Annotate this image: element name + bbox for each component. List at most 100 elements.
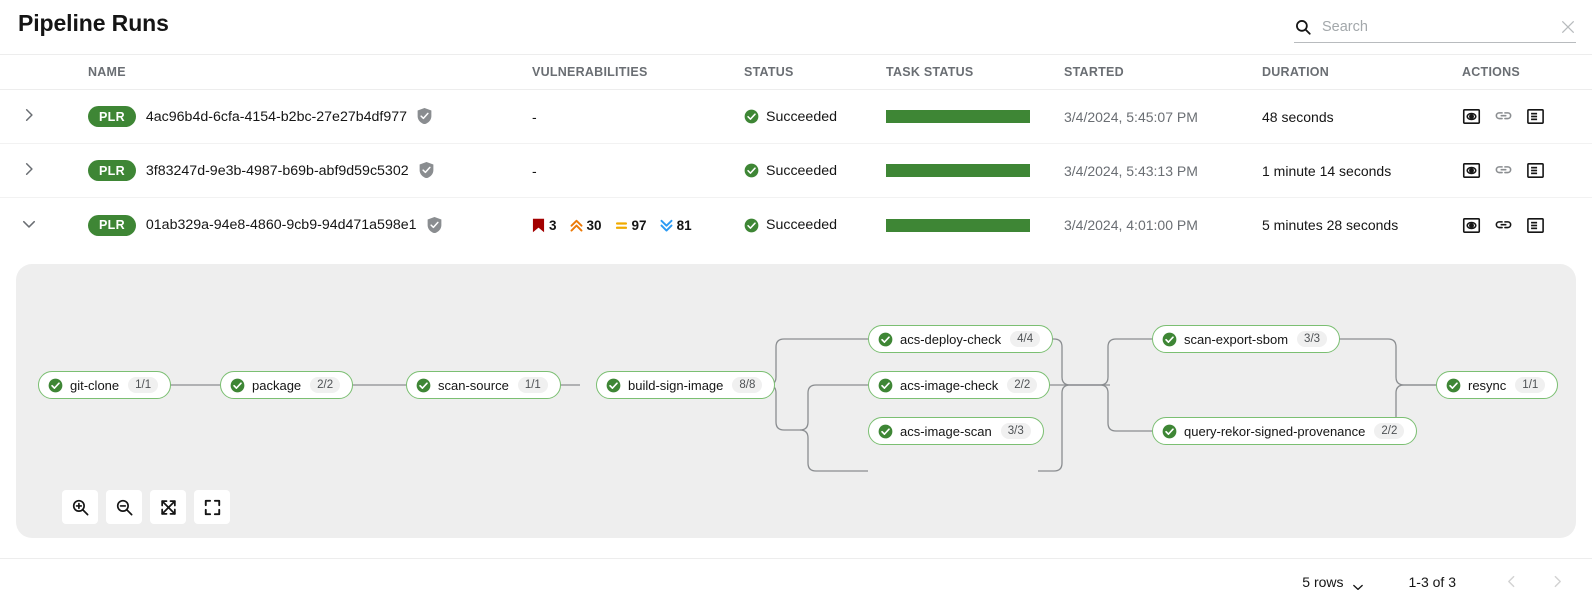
graph-node-label: package bbox=[252, 377, 302, 393]
graph-node-build-sign-image[interactable]: build-sign-image 8/8 bbox=[596, 371, 776, 399]
graph-node-resync[interactable]: resync 1/1 bbox=[1436, 371, 1559, 399]
graph-node-label: scan-source bbox=[438, 377, 509, 393]
graph-node-scan-export-sbom[interactable]: scan-export-sbom 3/3 bbox=[1152, 325, 1341, 353]
graph-node-acs-deploy-check[interactable]: acs-deploy-check 4/4 bbox=[868, 325, 1054, 353]
graph-node-query-rekor-signed-provenance[interactable]: query-rekor-signed-provenance 2/2 bbox=[1152, 417, 1418, 445]
graph-node-label: git-clone bbox=[70, 377, 120, 393]
pagination-next-button[interactable] bbox=[1544, 569, 1570, 595]
graph-node-count: 2/2 bbox=[1374, 423, 1405, 439]
started-timestamp: 3/4/2024, 5:43:13 PM bbox=[1064, 162, 1198, 179]
graph-node-label: scan-export-sbom bbox=[1184, 331, 1289, 347]
shield-check-icon bbox=[417, 108, 432, 125]
graph-node-count: 1/1 bbox=[517, 377, 548, 393]
started-timestamp: 3/4/2024, 5:45:07 PM bbox=[1064, 108, 1198, 125]
table-header-row: NAME VULNERABILITIES STATUS TASK STATUS … bbox=[0, 54, 1592, 90]
graph-node-count: 3/3 bbox=[1297, 331, 1328, 347]
logs-icon[interactable] bbox=[1526, 216, 1545, 235]
table-row[interactable]: PLR 01ab329a-94e8-4860-9cb9-94d471a598e1… bbox=[0, 198, 1592, 252]
fullscreen-icon bbox=[204, 499, 220, 515]
pagination-range: 1-3 of 3 bbox=[1408, 573, 1456, 590]
vuln-low[interactable]: 81 bbox=[660, 218, 692, 233]
status-success-icon bbox=[606, 378, 621, 393]
graph-node-git-clone[interactable]: git-clone 1/1 bbox=[38, 371, 172, 399]
link-icon[interactable] bbox=[1494, 161, 1513, 180]
link-icon[interactable] bbox=[1494, 107, 1513, 126]
search-input[interactable] bbox=[1322, 18, 1554, 35]
zoom-in-button[interactable] bbox=[62, 490, 98, 524]
view-output-icon[interactable] bbox=[1462, 107, 1481, 126]
logs-icon[interactable] bbox=[1526, 107, 1545, 126]
logs-icon[interactable] bbox=[1526, 161, 1545, 180]
search-icon bbox=[1294, 18, 1312, 36]
status-success-icon bbox=[878, 424, 893, 439]
duration-text: 5 minutes 28 seconds bbox=[1262, 217, 1399, 233]
graph-node-label: resync bbox=[1468, 377, 1507, 393]
graph-node-acs-image-check[interactable]: acs-image-check 2/2 bbox=[868, 371, 1051, 399]
vulnerability-counts: 3 30 97 81 bbox=[532, 218, 744, 233]
row-actions bbox=[1462, 161, 1592, 180]
graph-node-label: build-sign-image bbox=[628, 377, 724, 393]
vuln-low-count: 81 bbox=[676, 217, 692, 233]
chevron-right-icon bbox=[1554, 575, 1561, 588]
fit-to-screen-button[interactable] bbox=[150, 490, 186, 524]
vuln-medium[interactable]: 97 bbox=[615, 218, 647, 233]
graph-node-count: 8/8 bbox=[732, 377, 763, 393]
vulnerabilities-value: - bbox=[532, 108, 537, 125]
column-header-duration: DURATION bbox=[1262, 65, 1330, 79]
pagination-prev-button[interactable] bbox=[1498, 569, 1524, 595]
column-header-vulnerabilities: VULNERABILITIES bbox=[532, 65, 648, 79]
vuln-high[interactable]: 30 bbox=[570, 218, 602, 233]
zoom-out-button[interactable] bbox=[106, 490, 142, 524]
view-output-icon[interactable] bbox=[1462, 161, 1481, 180]
close-icon[interactable] bbox=[1560, 19, 1576, 35]
page-title: Pipeline Runs bbox=[18, 10, 169, 36]
row-actions bbox=[1462, 216, 1592, 235]
link-icon[interactable] bbox=[1494, 216, 1513, 235]
fullscreen-button[interactable] bbox=[194, 490, 230, 524]
duration-text: 48 seconds bbox=[1262, 108, 1334, 125]
column-header-started: STARTED bbox=[1064, 65, 1124, 79]
graph-node-acs-image-scan[interactable]: acs-image-scan 3/3 bbox=[868, 417, 1044, 445]
run-name-link[interactable]: 3f83247d-9e3b-4987-b69b-abf9d59c5302 bbox=[145, 162, 409, 179]
status-text: Succeeded bbox=[766, 217, 837, 233]
graph-node-count: 1/1 bbox=[1515, 377, 1546, 393]
status-success-icon bbox=[878, 332, 893, 347]
table-row[interactable]: PLR 4ac96b4d-6cfa-4154-b2bc-27e27b4df977… bbox=[0, 90, 1592, 144]
graph-node-count: 2/2 bbox=[310, 377, 341, 393]
graph-node-scan-source[interactable]: scan-source 1/1 bbox=[406, 371, 561, 399]
column-header-status: STATUS bbox=[744, 65, 794, 79]
status-success-icon bbox=[416, 378, 431, 393]
critical-severity-icon bbox=[532, 218, 545, 232]
run-type-badge: PLR bbox=[88, 106, 136, 127]
graph-node-label: query-rekor-signed-provenance bbox=[1184, 423, 1366, 439]
status-success-icon bbox=[744, 109, 759, 124]
table-row[interactable]: PLR 3f83247d-9e3b-4987-b69b-abf9d59c5302… bbox=[0, 144, 1592, 198]
medium-severity-icon bbox=[615, 221, 627, 229]
search-bar[interactable] bbox=[1294, 11, 1576, 43]
task-status-progress-bar bbox=[886, 218, 1030, 232]
expand-arrows-icon bbox=[160, 499, 176, 515]
status-text: Succeeded bbox=[766, 108, 837, 125]
task-status-progress-bar bbox=[886, 110, 1030, 123]
row-expand-toggle[interactable] bbox=[0, 108, 88, 125]
graph-zoom-controls bbox=[62, 490, 230, 524]
rows-per-page-select[interactable]: 5 rows bbox=[1302, 574, 1363, 591]
table-pagination: 5 rows 1-3 of 3 bbox=[0, 558, 1592, 604]
graph-node-label: acs-image-scan bbox=[900, 423, 992, 439]
view-output-icon[interactable] bbox=[1462, 216, 1481, 235]
run-name-link[interactable]: 01ab329a-94e8-4860-9cb9-94d471a598e1 bbox=[145, 217, 417, 233]
run-name-link[interactable]: 4ac96b4d-6cfa-4154-b2bc-27e27b4df977 bbox=[145, 108, 408, 125]
chevron-left-icon bbox=[1507, 575, 1514, 588]
graph-node-label: acs-deploy-check bbox=[900, 331, 1002, 347]
row-expand-toggle[interactable] bbox=[0, 217, 88, 234]
graph-node-package[interactable]: package 2/2 bbox=[220, 371, 354, 399]
status-success-icon bbox=[1162, 332, 1177, 347]
chevron-down-icon[interactable] bbox=[22, 217, 36, 231]
vulnerabilities-value: - bbox=[532, 162, 537, 179]
vuln-critical[interactable]: 3 bbox=[532, 218, 557, 233]
row-expand-toggle[interactable] bbox=[0, 162, 88, 179]
page-header: Pipeline Runs bbox=[0, 0, 1592, 54]
chevron-right-icon[interactable] bbox=[22, 108, 36, 122]
chevron-right-icon[interactable] bbox=[22, 162, 36, 176]
task-status-progress-bar bbox=[886, 164, 1030, 177]
